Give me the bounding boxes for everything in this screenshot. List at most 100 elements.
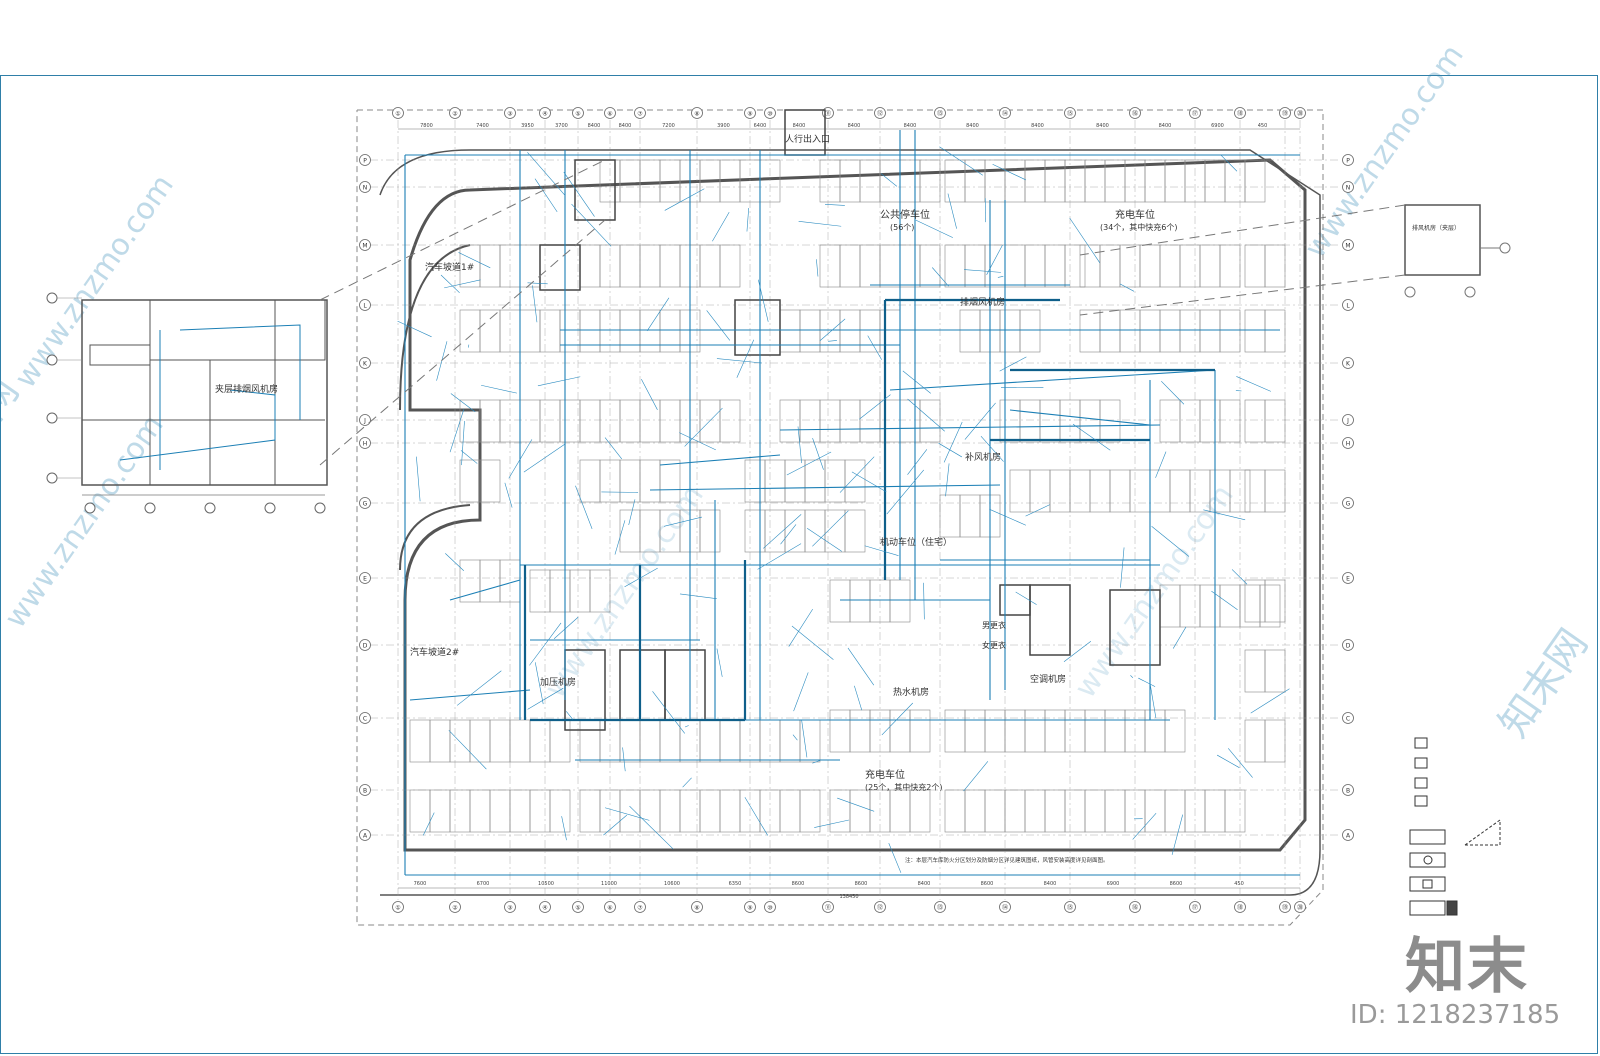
parking-stall	[1219, 399, 1241, 443]
branch-duct	[888, 843, 902, 873]
grid-col-label: ②	[452, 111, 458, 118]
branch-duct	[881, 702, 914, 736]
label-charging-top: 充电车位	[1115, 208, 1155, 221]
grid-col-label: ⑰	[1192, 110, 1198, 118]
dim-top-value: 8400	[588, 123, 601, 129]
dim-bottom-value: 8600	[981, 881, 994, 887]
grid-row-label: C	[363, 716, 367, 723]
grid-col-label: ⑧	[694, 111, 699, 118]
branch-duct	[1120, 547, 1125, 588]
dim-top-value: 3900	[717, 123, 730, 129]
branch-duct	[986, 244, 1003, 275]
branch-duct	[652, 691, 685, 734]
branch-duct	[938, 442, 963, 458]
branch-duct	[1231, 569, 1248, 585]
branch-duct	[445, 553, 465, 571]
branch-duct	[458, 252, 491, 269]
branch-duct	[575, 485, 593, 529]
dim-bottom-value: 6350	[729, 881, 742, 887]
parking-stall	[1224, 789, 1246, 833]
branch-duct	[504, 482, 513, 508]
hvac-ducts	[397, 130, 1300, 876]
branch-duct	[945, 463, 950, 497]
grid-row-label: K	[363, 361, 368, 368]
grid-row-label: C	[1346, 716, 1350, 723]
branch-duct	[679, 593, 717, 600]
branch-duct	[744, 797, 768, 836]
label-female: 女更衣	[982, 640, 1006, 650]
branch-duct	[886, 469, 924, 515]
branch-duct	[923, 582, 925, 620]
label-charging-bottom: 充电车位	[865, 768, 905, 781]
label-motor-parking: 机动车位（住宅）	[880, 536, 952, 548]
duct-run	[779, 424, 1161, 431]
dim-top-value: 6400	[754, 123, 767, 129]
grid-col-bubble	[604, 107, 616, 119]
grid-col-bubble	[691, 107, 703, 119]
dim-top-value: 3700	[555, 123, 568, 129]
dim-top-value: 8400	[619, 123, 632, 129]
branch-duct	[508, 439, 533, 479]
grid-row-bubble	[359, 639, 371, 651]
grid-col-bubble	[449, 901, 461, 913]
grid-col-bubble	[999, 107, 1011, 119]
parking-stall	[719, 399, 741, 443]
grid-col-bubble	[1129, 107, 1141, 119]
grid-row-bubble	[359, 154, 371, 166]
inset-axis-bubble	[264, 502, 276, 514]
grid-row-label: N	[363, 185, 368, 192]
grid-col-bubble	[934, 901, 946, 913]
grid-col-label: ⑩	[767, 905, 772, 912]
grid-col-label: ⑦	[637, 905, 643, 912]
grid-col-label: ⑩	[767, 111, 772, 118]
label-pressure: 加压机房	[540, 676, 576, 688]
parking-stall	[1064, 244, 1086, 288]
branch-duct	[1211, 590, 1238, 611]
branch-duct	[1069, 217, 1101, 264]
dim-top-value: 8400	[966, 123, 979, 129]
branch-duct	[1149, 680, 1157, 718]
branch-duct	[793, 672, 809, 712]
branch-duct	[682, 777, 692, 788]
branch-duct	[812, 510, 849, 547]
grid-row-bubble	[359, 829, 371, 841]
dim-top-value: 3950	[521, 123, 534, 129]
grid-row-bubble	[359, 357, 371, 369]
branch-duct	[798, 221, 842, 227]
parking-stall	[1264, 719, 1286, 763]
brand-watermark: 知末	[1405, 932, 1529, 1002]
grid-col-label: ⑦	[637, 111, 643, 118]
grid-row-bubble	[1342, 784, 1354, 796]
duct-run	[659, 454, 781, 466]
branch-duct	[1132, 813, 1157, 840]
image-id-label: ID: 1218237185	[1350, 1000, 1561, 1030]
grid-col-bubble	[691, 901, 703, 913]
grid-row-bubble	[359, 437, 371, 449]
branch-duct	[663, 516, 703, 527]
dim-bottom-value: 6900	[1107, 881, 1120, 887]
grid-col-bubble	[1234, 901, 1246, 913]
grid-col-bubble	[999, 901, 1011, 913]
inset-axis-bubble	[84, 502, 96, 514]
grid-row-bubble	[1342, 154, 1354, 166]
branch-duct	[964, 402, 996, 440]
label-exhaust: 排烟风机房	[960, 296, 1005, 308]
grid-col-label: ①	[395, 111, 400, 118]
label-ac-room: 空调机房	[1030, 673, 1066, 685]
grid-col-bubble	[822, 901, 834, 913]
grid-row-bubble	[359, 181, 371, 193]
branch-duct	[716, 648, 723, 677]
inset-mezzanine-plan: 夹层排烟风机房	[81, 299, 328, 496]
branch-duct	[1216, 754, 1240, 768]
branch-duct	[712, 212, 730, 242]
grid-col-bubble	[504, 901, 516, 913]
grid-row-bubble	[1342, 414, 1354, 426]
grid-col-bubble	[604, 901, 616, 913]
branch-duct	[456, 670, 502, 706]
branch-duct	[758, 279, 769, 322]
dim-bottom-value: 8600	[792, 881, 805, 887]
label-ramp2: 汽车坡道2#	[410, 646, 459, 658]
branch-duct	[1161, 380, 1185, 405]
branch-duct	[880, 173, 898, 187]
branch-duct	[1151, 525, 1190, 557]
